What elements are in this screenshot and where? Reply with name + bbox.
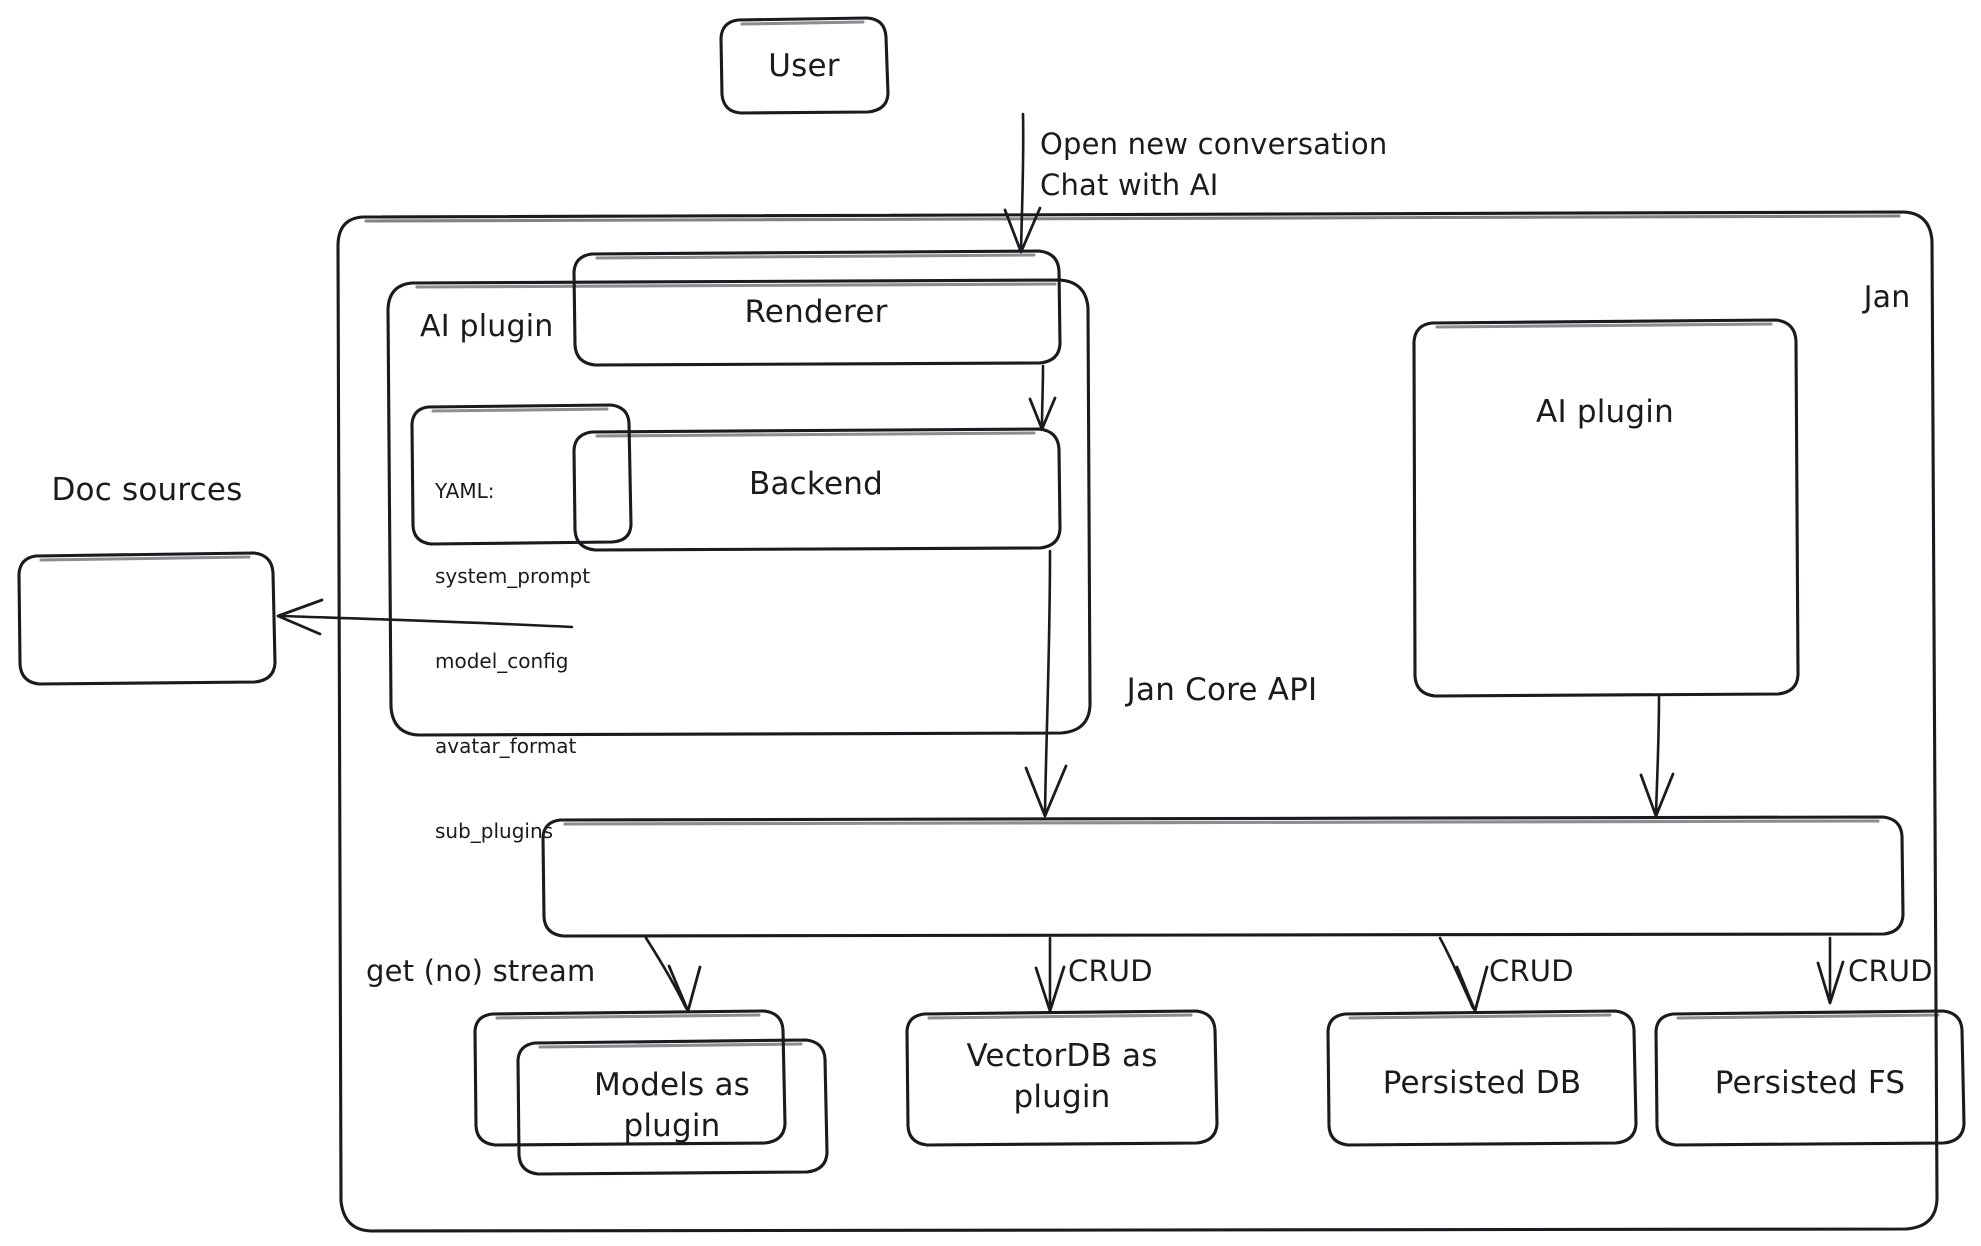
yaml-heading: YAML:: [435, 478, 495, 503]
yaml-item-avatar-format: avatar_format: [435, 734, 577, 759]
node-models-plugin-back-shape: [473, 1009, 787, 1147]
container-jan: [336, 210, 1939, 1233]
yaml-item-model-config: model_config: [435, 649, 569, 674]
edge-label-open-new-conversation: Open new conversation: [1040, 127, 1388, 161]
container-label-jan: Jan: [1863, 280, 1911, 315]
edge-label-get-no-stream: get (no) stream: [366, 954, 596, 988]
node-doc-sources-shape: [17, 551, 277, 686]
node-user-shape: [719, 16, 890, 115]
yaml-item-system-prompt: system_prompt: [435, 563, 591, 588]
node-label-models-plugin: Models as plugin: [593, 1067, 751, 1144]
node-label-ai-plugin-right: AI plugin: [1536, 394, 1674, 430]
edge-label-chat-with-ai: Chat with AI: [1040, 168, 1219, 202]
node-label-renderer: Renderer: [744, 294, 888, 330]
edge-core-to-persisted-fs: [1816, 936, 1845, 1005]
node-models-plugin-shape: [516, 1038, 829, 1176]
container-label-ai-plugin-group: AI plugin: [420, 309, 554, 344]
node-label-jan-core-api: Jan Core API: [1126, 672, 1318, 708]
node-label-doc-sources: Doc sources: [51, 472, 243, 508]
node-label-persisted-db: Persisted DB: [1382, 1065, 1582, 1101]
edge-user-to-renderer: [1003, 112, 1042, 254]
node-label-user: User: [768, 48, 840, 84]
edge-ai-plugin-to-jan-core-api: [1639, 695, 1675, 818]
node-backend-shape: [572, 427, 1062, 552]
edge-label-crud-persisted-db: CRUD: [1489, 954, 1574, 988]
yaml-card: YAML: system_prompt model_config avatar_…: [435, 420, 590, 903]
edge-core-to-models: [644, 936, 702, 1013]
node-jan-core-api-shape: [541, 815, 1905, 938]
yaml-item-sub-plugins: sub_plugins: [435, 819, 554, 844]
edge-backend-to-doc-sources: [276, 598, 574, 636]
node-vectordb-plugin-shape: [905, 1009, 1219, 1147]
edge-label-crud-persisted-fs: CRUD: [1848, 954, 1933, 988]
edge-renderer-to-backend: [1028, 364, 1057, 431]
container-ai-plugin-group: [386, 278, 1092, 737]
edge-core-to-persisted-db: [1438, 936, 1489, 1013]
edge-backend-to-jan-core-api: [1024, 549, 1068, 818]
node-yaml-card-shape: [410, 403, 633, 546]
edge-label-crud-vectordb: CRUD: [1068, 954, 1153, 988]
node-label-vectordb-plugin: VectorDB as plugin: [966, 1038, 1158, 1115]
edge-core-to-vectordb: [1034, 936, 1066, 1013]
node-ai-plugin-right-shape: [1412, 318, 1800, 698]
node-renderer-shape: [572, 249, 1062, 367]
node-label-persisted-fs: Persisted FS: [1714, 1065, 1906, 1101]
node-persisted-fs-shape: [1654, 1009, 1966, 1147]
node-label-backend: Backend: [749, 466, 883, 502]
node-persisted-db-shape: [1326, 1009, 1638, 1147]
